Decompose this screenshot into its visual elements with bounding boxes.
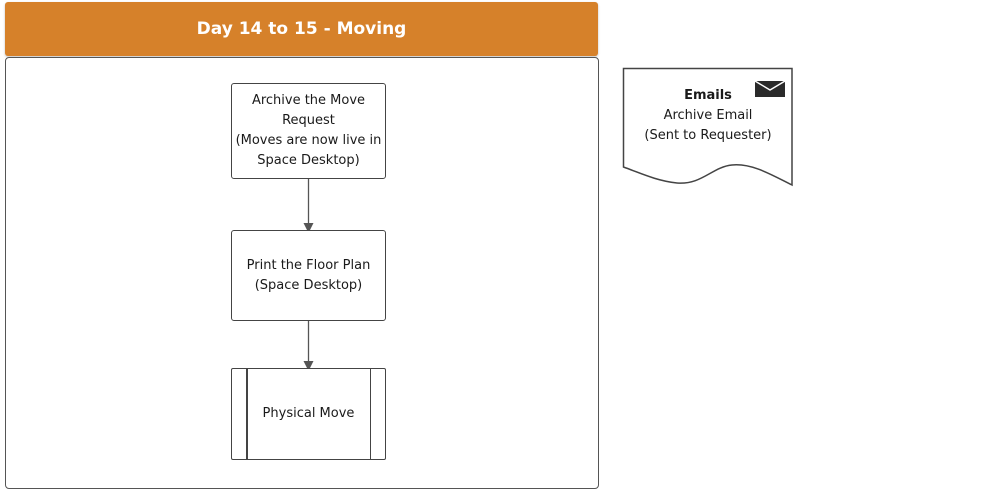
process-label: Physical Move <box>262 406 355 421</box>
predefined-process-left-bar <box>246 369 248 459</box>
swimlane-title: Day 14 to 15 - Moving <box>196 19 407 39</box>
swimlane-header: Day 14 to 15 - Moving <box>5 2 598 56</box>
process-archive-move-request[interactable]: Archive the Move Request (Moves are now … <box>231 83 386 179</box>
document-text: Emails Archive Email (Sent to Requester) <box>622 86 794 146</box>
document-line-1: Archive Email <box>663 108 753 123</box>
document-line-2: (Sent to Requester) <box>644 128 772 143</box>
process-label: Archive the Move Request (Moves are now … <box>235 93 382 168</box>
document-shape[interactable] <box>622 67 794 187</box>
process-print-floor-plan[interactable]: Print the Floor Plan (Space Desktop) <box>231 230 386 321</box>
document-title: Emails <box>684 88 732 103</box>
predefined-process-right-bar <box>369 369 371 459</box>
predefined-process-physical-move[interactable]: Physical Move <box>231 368 386 460</box>
envelope-icon <box>755 81 785 97</box>
process-label: Print the Floor Plan (Space Desktop) <box>246 257 371 293</box>
